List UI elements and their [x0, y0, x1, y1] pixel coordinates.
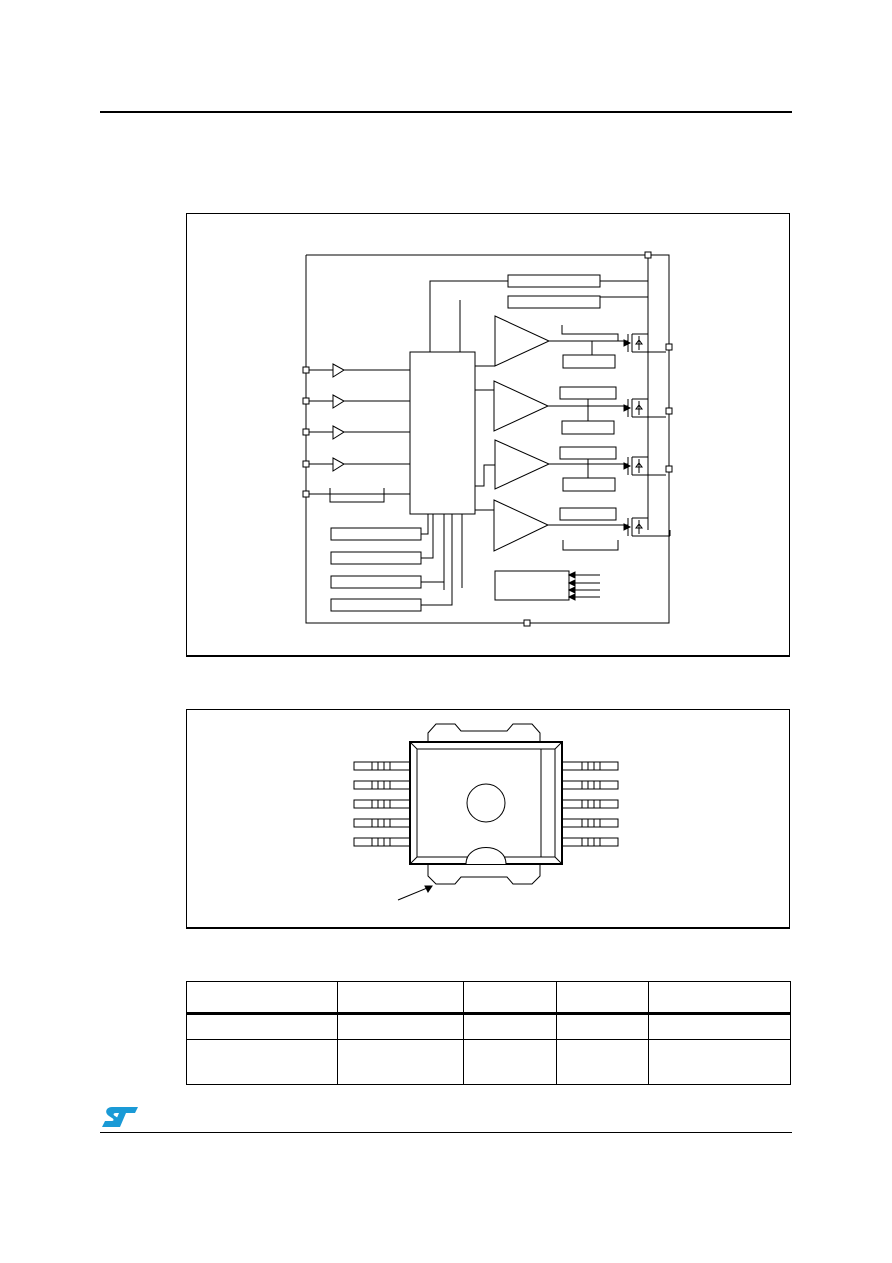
header-rule [100, 111, 792, 113]
package-inner [416, 748, 556, 858]
table-cell [462, 1013, 558, 1040]
output-mosfets [623, 333, 673, 537]
table-cell [336, 981, 464, 1015]
protection-inputs [567, 571, 600, 601]
status-blocks [330, 514, 463, 612]
input-buffers [302, 363, 410, 503]
pin1-notch [465, 847, 507, 865]
table-cell [336, 1013, 464, 1040]
table-cell [336, 1039, 464, 1085]
table-cell [462, 981, 558, 1015]
leads-left [353, 761, 411, 847]
table-row [186, 1013, 791, 1040]
table-cell [556, 981, 650, 1015]
table-cell [556, 1013, 650, 1040]
package-tab-top [427, 723, 541, 742]
package-body [409, 741, 563, 865]
block-top-2 [507, 295, 601, 309]
protection-block [494, 570, 570, 601]
table-cell [462, 1039, 558, 1085]
table-cell [648, 1039, 791, 1085]
pin-gnd [523, 619, 531, 627]
leads-right [561, 761, 619, 847]
ejector-mark [466, 783, 506, 823]
table-cell [648, 981, 791, 1015]
device-summary-table [186, 981, 791, 1085]
logic-block [409, 351, 476, 515]
table-cell [186, 1039, 338, 1085]
sense-blocks [559, 325, 619, 551]
table-cell [556, 1039, 650, 1085]
package-tab-bottom [427, 864, 541, 885]
st-logo-icon [102, 1107, 138, 1127]
footer-rule [100, 1132, 792, 1133]
package-figure [186, 709, 790, 929]
table-cell [186, 1013, 338, 1040]
table-cell [648, 1013, 791, 1040]
table-row [186, 1039, 791, 1085]
circuit-outline [305, 254, 670, 624]
table-header-row [186, 981, 791, 1015]
table-cell [186, 981, 338, 1015]
block-diagram-figure [186, 213, 790, 657]
